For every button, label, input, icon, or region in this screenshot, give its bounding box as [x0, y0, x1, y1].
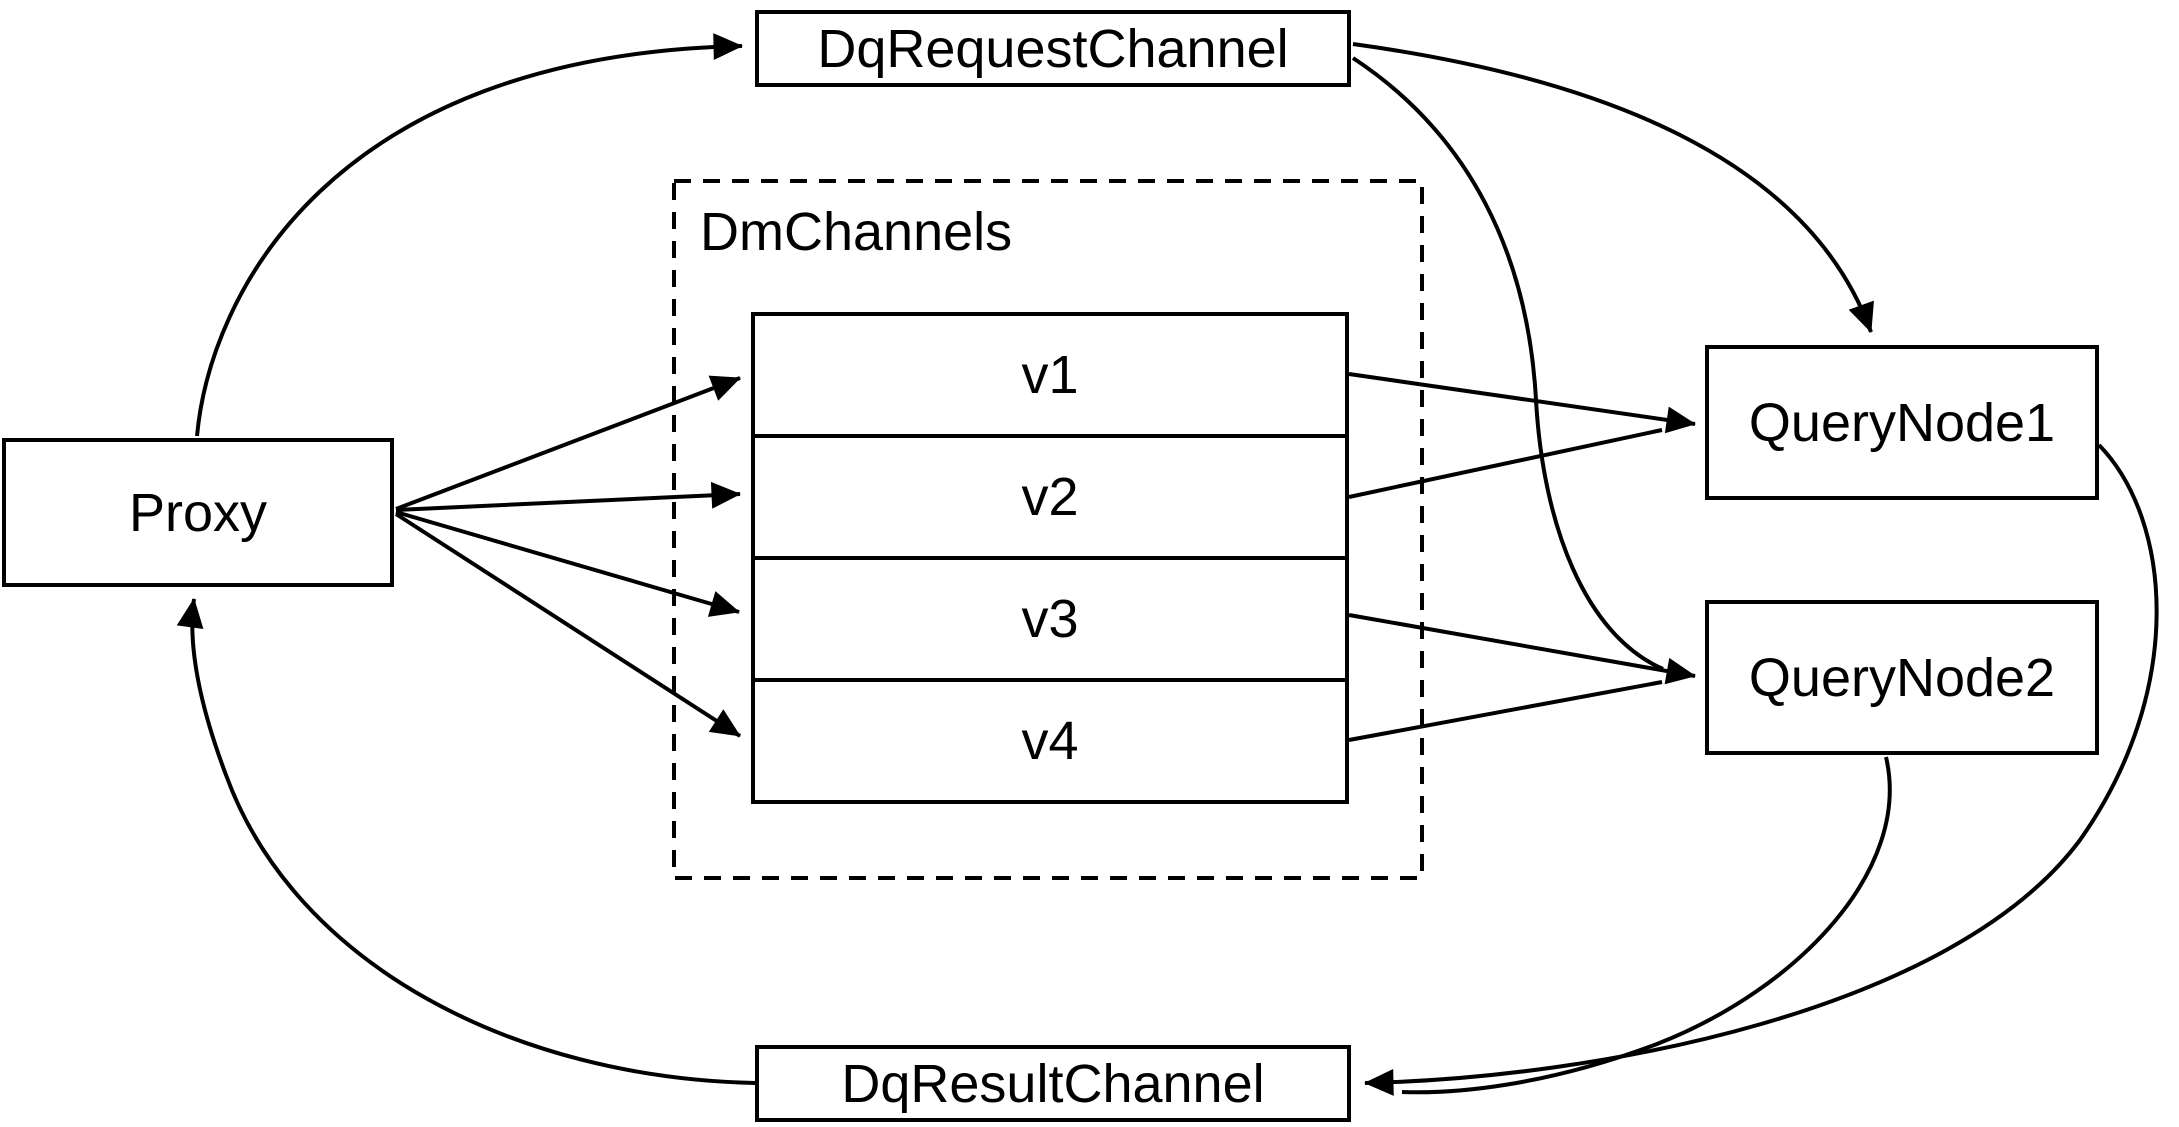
edge-dqresultchannel-to-proxy [176, 598, 756, 1085]
edge-v4-to-querynode2 [1348, 680, 1663, 742]
edge-proxy-to-dqrequestchannel [195, 33, 743, 437]
edge-querynode2-to-dqresultchannel [1401, 756, 1892, 1095]
edge-dqrequestchannel-to-querynode1 [1352, 42, 1874, 333]
node-querynode2: QueryNode2 [1705, 600, 2099, 755]
channel-row-v4: v4 [1021, 711, 1079, 771]
node-proxy: Proxy [2, 438, 394, 587]
edge-proxy-to-v2 [395, 481, 741, 512]
edge-v2-to-querynode1 [1348, 428, 1663, 499]
dmchannels-group: DmChannels [672, 179, 1424, 880]
channel-row-v1: v1 [755, 316, 1345, 438]
node-dqrequestchannel: DqRequestChannel [755, 10, 1351, 87]
dmchannels-group-label: DmChannels [700, 202, 1013, 262]
edge-querynode1-to-dqresultchannel [1364, 443, 2159, 1096]
node-dqresultchannel: DqResultChannel [755, 1045, 1351, 1122]
channel-row-v3: v3 [755, 560, 1345, 682]
dmchannels-stack: v1 v2 v3 v4 [751, 312, 1349, 804]
edge-proxy-to-v4 [394, 512, 742, 738]
edge-dqrequestchannel-to-querynode2 [1351, 56, 1664, 671]
edge-proxy-to-v3 [395, 510, 740, 617]
edge-v3-to-querynode2 [1348, 613, 1696, 685]
node-querynode1: QueryNode1 [1705, 345, 2099, 500]
edge-proxy-to-v1 [395, 375, 741, 511]
edge-v1-to-querynode1 [1348, 372, 1696, 434]
channel-row-v2: v2 [755, 438, 1345, 560]
